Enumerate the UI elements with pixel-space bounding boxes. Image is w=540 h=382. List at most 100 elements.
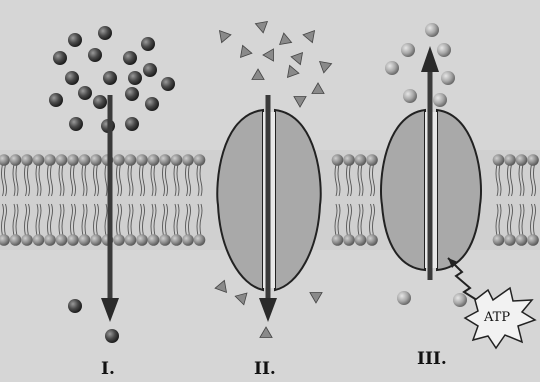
dark-molecule xyxy=(125,87,139,101)
lipid-head xyxy=(21,154,33,166)
atp-label: ATP xyxy=(483,310,510,325)
lipid-head xyxy=(527,154,539,166)
dark-molecule xyxy=(69,117,83,131)
lipid-head xyxy=(67,154,79,166)
lipid-head xyxy=(90,154,102,166)
lipid-head xyxy=(113,154,125,166)
dark-molecule xyxy=(68,33,82,47)
triangle-molecule xyxy=(240,45,251,57)
lipid-head xyxy=(125,154,137,166)
lipid-head xyxy=(56,234,68,246)
panel-3-label: III. xyxy=(417,349,447,369)
lipid-head xyxy=(194,234,206,246)
light-molecule xyxy=(433,93,447,107)
dark-molecule xyxy=(161,77,175,91)
dark-molecule xyxy=(143,63,157,77)
lipid-head xyxy=(343,154,355,166)
triangle-molecule xyxy=(219,31,230,43)
light-molecule xyxy=(397,291,411,305)
light-molecule xyxy=(437,43,451,57)
lipid-head xyxy=(182,234,194,246)
lipid-head xyxy=(33,154,45,166)
lipid-head xyxy=(493,234,505,246)
light-molecule xyxy=(403,89,417,103)
light-molecule xyxy=(425,23,439,37)
lipid-head xyxy=(44,154,56,166)
dark-molecule xyxy=(103,71,117,85)
lipid-head xyxy=(343,234,355,246)
light-molecule xyxy=(401,43,415,57)
dark-molecule xyxy=(145,97,159,111)
lipid-head xyxy=(125,234,137,246)
light-molecule xyxy=(453,293,467,307)
triangle-molecule xyxy=(291,53,302,65)
lipid-head xyxy=(516,234,528,246)
panel-1-label: I. xyxy=(101,359,115,379)
lipid-head xyxy=(355,154,367,166)
lipid-head xyxy=(148,154,160,166)
dark-molecule xyxy=(93,95,107,109)
triangle-molecule xyxy=(310,293,322,304)
lipid-head xyxy=(33,234,45,246)
lipid-head xyxy=(171,234,183,246)
dark-molecule xyxy=(65,71,79,85)
lipid-head xyxy=(194,154,206,166)
lipid-head xyxy=(355,234,367,246)
lipid-head xyxy=(148,234,160,246)
dark-molecule xyxy=(123,51,137,65)
lipid-head xyxy=(159,234,171,246)
triangle-molecule xyxy=(303,31,314,43)
lipid-head xyxy=(504,234,516,246)
lipid-head xyxy=(504,154,516,166)
dark-molecule xyxy=(49,93,63,107)
lipid-head xyxy=(56,154,68,166)
dark-molecule xyxy=(78,86,92,100)
lipid-head xyxy=(79,154,91,166)
dark-molecule xyxy=(68,299,82,313)
triangle-molecule xyxy=(263,49,274,61)
panel-2-label: II. xyxy=(254,359,276,379)
dark-molecule xyxy=(141,37,155,51)
lipid-head xyxy=(366,234,378,246)
lipid-head xyxy=(527,234,539,246)
lipid-head xyxy=(113,234,125,246)
lipid-head xyxy=(44,234,56,246)
active-arrow-head xyxy=(421,46,439,72)
triangle-molecule xyxy=(235,293,247,305)
lipid-head xyxy=(10,234,22,246)
dark-molecule xyxy=(98,26,112,40)
lipid-head xyxy=(516,154,528,166)
triangle-molecule xyxy=(312,83,324,94)
dark-molecule xyxy=(128,71,142,85)
triangle-molecule xyxy=(252,69,264,80)
triangle-molecule xyxy=(280,33,292,44)
lipid-head xyxy=(332,154,344,166)
lipid-head xyxy=(171,154,183,166)
panel-2-facilitated-diffusion: II. xyxy=(215,21,331,379)
triangle-molecule xyxy=(215,280,226,292)
dark-molecule xyxy=(125,117,139,131)
lipid-head xyxy=(10,154,22,166)
lipid-head xyxy=(67,234,79,246)
lipid-head xyxy=(21,234,33,246)
lipid-head xyxy=(366,154,378,166)
dark-molecule xyxy=(53,51,67,65)
lipid-head xyxy=(79,234,91,246)
lipid-head xyxy=(159,154,171,166)
diffusion-arrow-head xyxy=(101,298,119,322)
lipid-head xyxy=(136,154,148,166)
dark-molecule xyxy=(105,329,119,343)
lipid-head xyxy=(136,234,148,246)
triangle-molecule xyxy=(294,96,306,107)
triangle-molecule xyxy=(320,61,332,72)
lipid-head xyxy=(90,234,102,246)
triangle-molecule xyxy=(288,65,299,77)
light-molecule xyxy=(441,71,455,85)
triangle-molecule xyxy=(255,21,267,32)
facilitated-arrow-head xyxy=(259,298,277,322)
triangle-molecule xyxy=(260,327,272,338)
dark-molecule xyxy=(88,48,102,62)
lipid-head xyxy=(493,154,505,166)
